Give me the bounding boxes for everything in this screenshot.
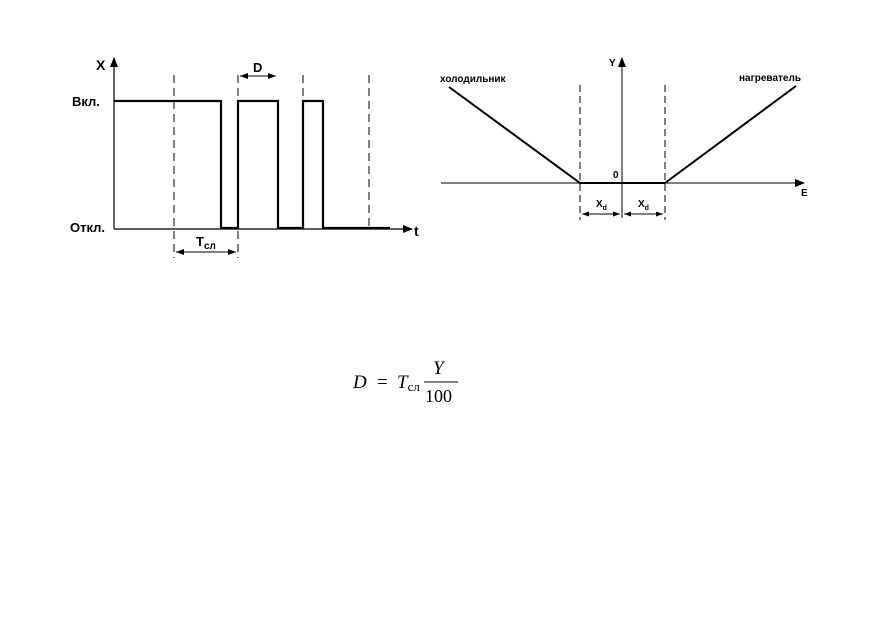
pwm-off-label: Откл. [70, 220, 105, 235]
formula-denominator: 100 [425, 386, 452, 406]
period-label-sub: сл [204, 241, 216, 252]
deadband-right-arrow-a [624, 211, 631, 217]
period-label: Tсл [196, 234, 216, 252]
pwm-timing-diagram: X Вкл. Откл. t D Tсл [70, 57, 419, 258]
reg-e-axis-label: E [801, 188, 808, 199]
reg-y-axis-label: Y [609, 58, 616, 69]
formula-lhs: D [352, 372, 367, 393]
formula-equals: = [377, 372, 388, 393]
pwm-y-axis-label: X [96, 57, 106, 73]
deadband-label-right-sub: d [645, 205, 649, 212]
cooler-label: холодильник [440, 74, 507, 85]
heater-label: нагреватель [739, 73, 801, 84]
pwm-t-axis-label: t [414, 223, 419, 239]
period-arrow-right [228, 249, 236, 255]
deadband-label-left: Xd [596, 199, 607, 212]
deadband-label-left-sub: d [603, 205, 607, 212]
regulator-curve [448, 85, 797, 184]
formula-t: Tсл [397, 372, 420, 394]
pulse-width-arrow-right [268, 73, 276, 79]
period-arrow-left [176, 249, 184, 255]
pwm-signal [114, 99, 390, 230]
deadband-left-arrow-a [582, 211, 589, 217]
regulator-characteristic-diagram: Y E 0 холодильник нагреватель Xd Xd [440, 57, 808, 220]
formula-numerator: Y [433, 358, 446, 379]
pwm-on-label: Вкл. [72, 94, 100, 109]
deadband-left-arrow-b [613, 211, 620, 217]
pulse-width-arrow-left [240, 73, 248, 79]
reg-zero-label: 0 [613, 170, 619, 181]
formula-t-sub: сл [408, 379, 421, 394]
formula: D = Tсл Y 100 [352, 358, 458, 406]
pulse-width-label: D [253, 60, 262, 75]
deadband-right-arrow-b [656, 211, 663, 217]
deadband-label-right: Xd [638, 199, 649, 212]
